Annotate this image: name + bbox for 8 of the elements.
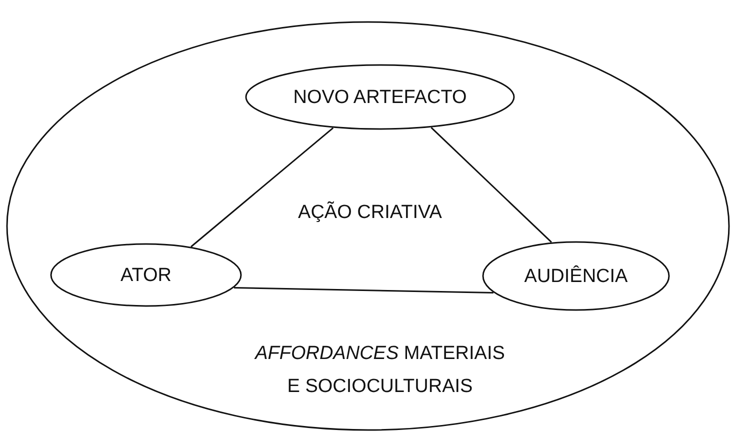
node-label: NOVO ARTEFACTO — [292, 86, 468, 110]
node-label: AFFORDANCES MATERIAIS E SOCIOCULTURAIS — [253, 342, 506, 399]
node-label: AUDIÊNCIA — [523, 264, 629, 288]
node-label: ATOR — [119, 264, 173, 288]
connector-line — [430, 127, 552, 243]
connector-line — [190, 127, 334, 248]
connector-line — [234, 287, 494, 294]
center-label: AÇÃO CRIATIVA — [297, 200, 443, 224]
